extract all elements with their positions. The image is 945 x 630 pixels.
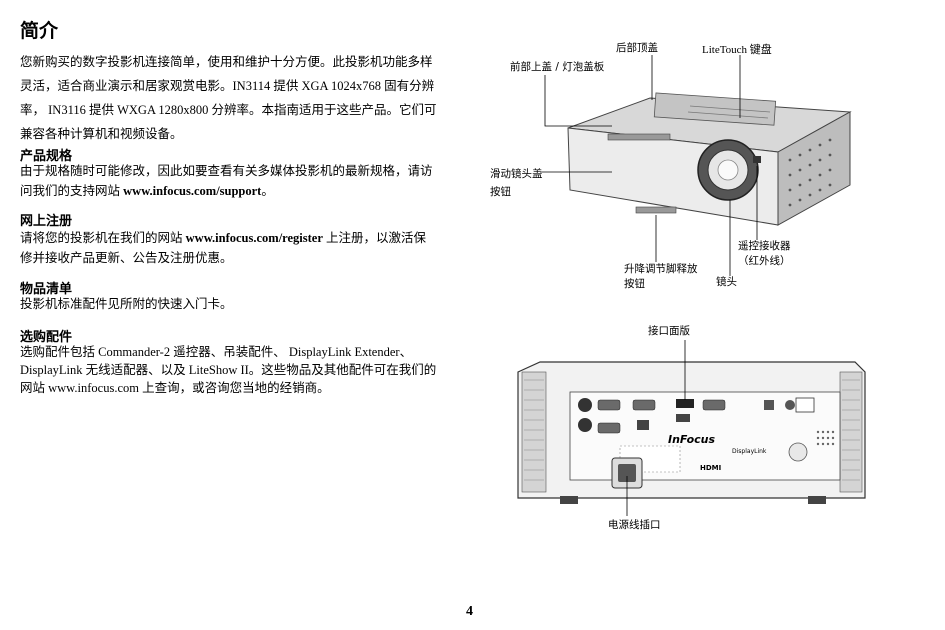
accessories-line: 网站 www.infocus.com 上查询，或咨询您当地的经销商。 <box>20 381 330 395</box>
registration-heading: 网上注册 <box>20 214 73 229</box>
elevator-foot-label: 升降调节脚释放 <box>624 263 698 275</box>
registration-line: 修并接收产品更新、公告及注册优惠。 <box>20 251 233 265</box>
connector-panel-label: 接口面版 <box>648 325 690 337</box>
front-callout-lines <box>540 55 758 276</box>
lamp-cover-label: 前部上盖 / 灯泡盖板 <box>510 61 605 73</box>
rear-callout-lines <box>626 340 686 516</box>
support-link[interactable]: www.infocus.com/support <box>123 184 262 198</box>
intro-line: 灵活，适合商业演示和居家观赏电影。IN3114 提供 XGA 1024x768 … <box>20 79 435 93</box>
power-socket-label: 电源线插口 <box>608 519 661 531</box>
elevator-foot-label: 按钮 <box>624 278 645 290</box>
ir-receiver-label: 遥控接收器 <box>738 240 791 252</box>
ir-receiver-label: （红外线） <box>738 255 791 267</box>
hdmi-logo: HDMI <box>700 464 722 472</box>
rear-projector-image <box>517 361 866 504</box>
lens-cover-label: 滑动镜头盖 <box>490 168 543 180</box>
specs-text: 。 <box>261 184 274 198</box>
intro-line: 兼容各种计算机和视频设备。 <box>20 127 183 141</box>
specs-line: 由于规格随时可能修改，因此如要查看有关多媒体投影机的最新规格，请访 <box>20 164 433 178</box>
specs-heading: 产品规格 <box>20 149 73 164</box>
registration-text: 请将您的投影机在我们的网站 <box>20 231 186 245</box>
accessories-heading: 选购配件 <box>20 330 73 345</box>
page-title: 简介 <box>20 20 59 42</box>
registration-text: 上注册，以激活保 <box>322 231 427 245</box>
intro-line: 您新购买的数字投影机连接简单，使用和维护十分方便。此投影机功能多样 <box>20 55 433 69</box>
rear-top-cover-label: 后部顶盖 <box>616 42 658 54</box>
lens-label: 镜头 <box>716 276 737 288</box>
infocus-logo: InFocus <box>668 433 716 446</box>
checklist-line: 投影机标准配件见所附的快速入门卡。 <box>20 297 233 311</box>
checklist-heading: 物品清单 <box>20 282 73 297</box>
registration-line: 请将您的投影机在我们的网站 www.infocus.com/register 上… <box>20 228 426 248</box>
specs-line: 问我们的支持网站 www.infocus.com/support。 <box>20 181 274 201</box>
litetouch-keypad-label: LiteTouch 键盘 <box>702 44 772 56</box>
lens-cover-label: 按钮 <box>490 186 511 198</box>
specs-text: 问我们的支持网站 <box>20 184 124 198</box>
register-link[interactable]: www.infocus.com/register <box>185 231 323 245</box>
displaylink-logo: DisplayLink <box>732 448 767 455</box>
accessories-line: 选购配件包括 Commander-2 遥控器、吊装配件、 DisplayLink… <box>20 345 413 359</box>
intro-line: 率， IN3116 提供 WXGA 1280x800 分辨率。本指南适用于这些产… <box>20 103 437 117</box>
accessories-line: DisplayLink 无线适配器、以及 LiteShow II。这些物品及其他… <box>20 363 437 377</box>
page-number: 4 <box>466 604 473 619</box>
front-projector-image <box>567 92 852 226</box>
